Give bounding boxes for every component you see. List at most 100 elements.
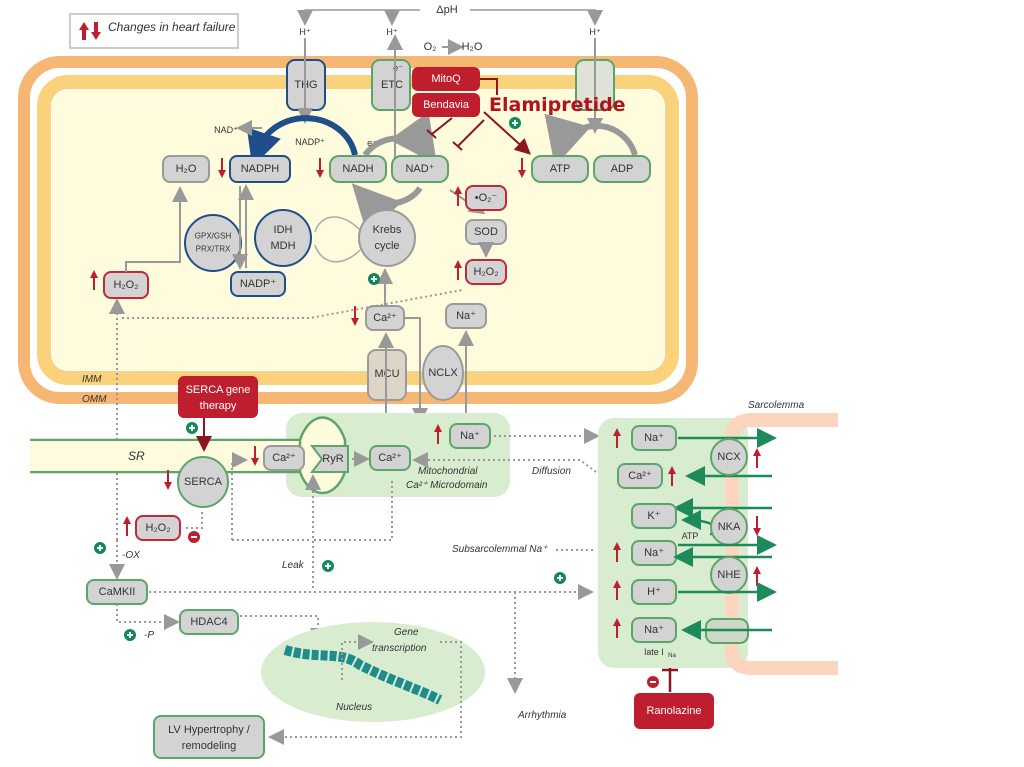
h2o2-right-label: H₂O₂	[473, 266, 498, 278]
nadp-plus-small-label: NADP⁺	[295, 137, 325, 147]
nclx-label: NCLX	[428, 367, 458, 379]
ca-micro-label: Ca²⁺	[378, 452, 402, 464]
h2o2-cyto-label: H₂O₂	[145, 522, 170, 534]
sarcolemma-label: Sarcolemma	[748, 400, 805, 411]
increase-arrow-icon	[79, 22, 89, 40]
nadp-plus-label: NADP⁺	[240, 278, 277, 290]
k-label: K⁺	[647, 510, 660, 522]
decrease-arrow-icon	[164, 470, 172, 490]
ca-micro-box	[369, 445, 411, 471]
h-plus-etc: H⁺	[386, 27, 397, 37]
increase-arrow-icon	[90, 270, 98, 290]
increase-arrow-icon	[753, 566, 761, 586]
late-ina-label: late I	[644, 647, 664, 657]
superoxide-box	[465, 185, 507, 211]
decrease-arrow-icon	[753, 516, 761, 536]
etc-label: ETC	[381, 79, 403, 91]
increase-arrow-icon	[123, 516, 131, 536]
increase-arrow-icon	[454, 186, 462, 206]
nka-label: NKA	[718, 521, 741, 533]
na-micro-label: Na⁺	[460, 430, 480, 442]
hdac4-box	[179, 609, 239, 635]
krebs-cycle-circle	[358, 209, 416, 267]
ox-label: -OX	[122, 550, 140, 561]
ryr-label: RyR	[322, 453, 343, 465]
delta-ph-lines: ΔpH H⁺ H⁺ H⁺ O₂ H₂O	[297, 4, 603, 55]
h2o2-left-label: H₂O₂	[113, 279, 138, 291]
na-nka-label: Na⁺	[644, 547, 664, 559]
legend: Changes in heart failure	[69, 13, 239, 49]
microdomain-label-1: Mitochondrial	[418, 466, 478, 477]
camkii-label: CaMKII	[99, 586, 136, 598]
h2o2-mito-right-box	[465, 259, 507, 285]
serca-gene-label: SERCA gene	[186, 384, 251, 396]
increase-arrow-icon	[668, 466, 676, 486]
nucleus-label: Nucleus	[336, 702, 372, 713]
h-label: H⁺	[647, 586, 661, 598]
nadph-label: NADPH	[241, 163, 280, 175]
legend-text: Changes in heart failure	[108, 20, 236, 34]
gene-label: Gene	[394, 627, 419, 638]
na-mito-box	[445, 303, 487, 329]
mito-metabolites: H₂O NADPH NADH NAD⁺ ATP ADP	[162, 155, 651, 183]
dna-icon	[283, 645, 443, 705]
na-ncx-box	[631, 425, 677, 451]
atp-label: ATP	[550, 163, 571, 175]
increase-arrow-icon	[753, 448, 761, 468]
inner-mitochondrial-membrane	[37, 75, 679, 385]
increase-arrow-icon	[434, 424, 442, 444]
superoxide-label: •O₂⁻	[475, 192, 498, 204]
na-mito-label: Na⁺	[456, 310, 476, 322]
therapy-label: therapy	[200, 400, 237, 412]
nad-plus-label: NAD⁺	[405, 163, 434, 175]
ca-sr-label: Ca²⁺	[272, 452, 296, 464]
subsarcolemmal-na-label: Subsarcolemmal Na⁺	[452, 544, 548, 555]
increase-arrow-icon	[613, 542, 621, 562]
h2o-box	[162, 155, 210, 183]
microdomain-label-2: Ca²⁺ Microdomain	[406, 480, 488, 491]
omm-label: OMM	[82, 394, 107, 405]
lv-hypertrophy-box	[153, 715, 265, 759]
na-ncx-label: Na⁺	[644, 432, 664, 444]
nad-plus-small-label: NAD⁺	[214, 125, 238, 135]
h-plus-atp-synthase: H⁺	[589, 27, 600, 37]
etc-electron-label: e⁻	[393, 63, 403, 73]
increase-arrow-icon	[613, 580, 621, 600]
decrease-arrow-icon	[518, 158, 526, 178]
serca-circle	[177, 456, 229, 508]
decrease-arrow-icon	[218, 158, 226, 178]
krebs-label: Krebs	[373, 224, 402, 236]
atp-box	[531, 155, 589, 183]
ca-ncx-box	[617, 463, 663, 489]
lv-hypertrophy-label: LV Hypertrophy /	[168, 724, 251, 736]
outer-mitochondrial-membrane	[18, 56, 698, 404]
electron-label: e⁻	[367, 138, 377, 148]
bendavia-label: Bendavia	[423, 99, 470, 111]
nadph-box	[229, 155, 291, 183]
late-ina-subscript: Na	[668, 653, 676, 659]
nad-plus-box	[391, 155, 449, 183]
nhe-label: NHE	[717, 569, 740, 581]
nadp-plus-box	[230, 271, 286, 297]
drug-ranolazine: Ranolazine	[634, 693, 714, 729]
p-label: -P	[144, 630, 154, 641]
h-plus-thg: H⁺	[299, 27, 310, 37]
sr-label: SR	[128, 449, 145, 463]
idh-mdh-circle	[254, 209, 312, 267]
remodeling-label: remodeling	[182, 740, 236, 752]
ca-mito-label: Ca²⁺	[373, 312, 397, 324]
imm-label: IMM	[82, 374, 102, 385]
arrhythmia-label: Arrhythmia	[517, 710, 567, 721]
sod-label: SOD	[474, 226, 498, 238]
diffusion-label: Diffusion	[532, 466, 571, 477]
cycle-label: cycle	[374, 240, 399, 252]
decrease-arrow-icon	[91, 22, 101, 40]
gpx-prx-circle	[184, 214, 242, 272]
nclx-ellipse	[422, 345, 464, 401]
increase-arrow-icon	[613, 618, 621, 638]
transcription-label: transcription	[372, 643, 427, 654]
na-micro-box	[449, 423, 491, 449]
mdh-label: MDH	[270, 240, 295, 252]
nadh-box	[329, 155, 387, 183]
leak-label: Leak	[282, 560, 305, 571]
